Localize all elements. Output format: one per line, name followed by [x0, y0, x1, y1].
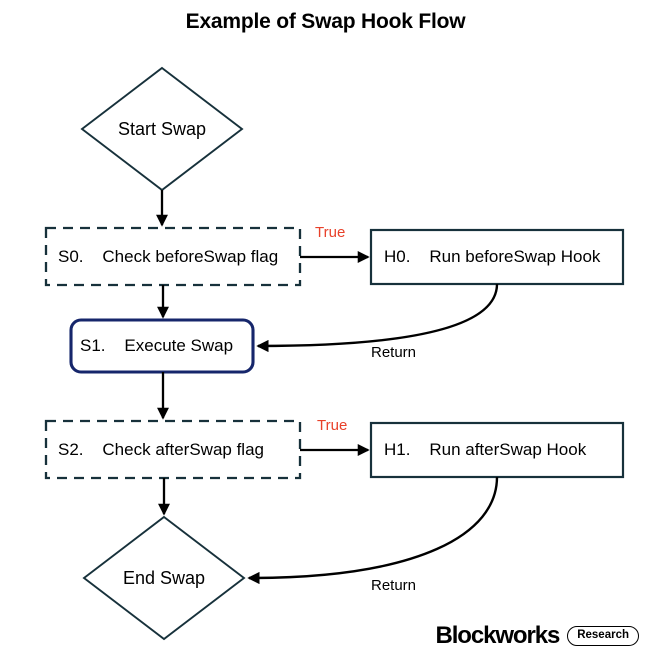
- node-end-swap[interactable]: [82, 515, 246, 641]
- node-s0-check-beforeswap[interactable]: [44, 226, 302, 287]
- node-s2-check-afterswap[interactable]: [44, 419, 302, 480]
- node-s1-execute-swap[interactable]: [69, 318, 255, 374]
- research-badge: Research: [567, 626, 639, 646]
- blockworks-wordmark: Blockworks: [435, 622, 560, 649]
- page-title: Example of Swap Hook Flow: [185, 10, 466, 33]
- node-start-swap[interactable]: [80, 66, 244, 192]
- node-h0-run-beforeswap-hook[interactable]: [369, 228, 625, 286]
- blockworks-logo: Blockworks Research: [435, 622, 639, 650]
- edge-h0-to-s1-return: [256, 283, 499, 353]
- edge-h1-to-end-return: [247, 476, 499, 585]
- node-h1-run-afterswap-hook[interactable]: [369, 421, 625, 479]
